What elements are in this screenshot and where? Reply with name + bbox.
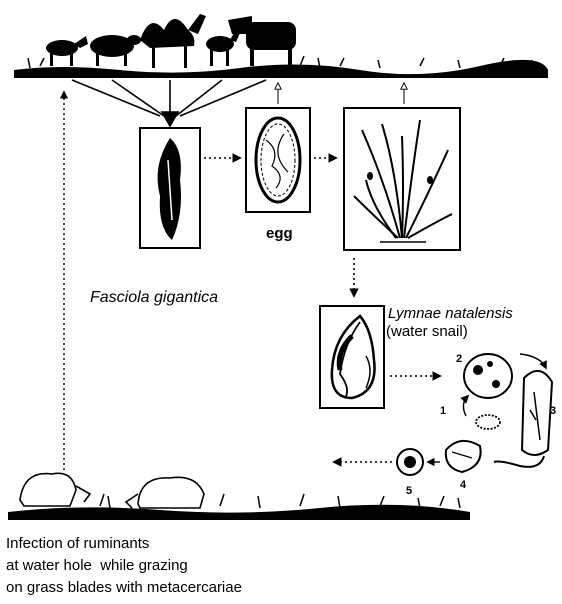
snail-common-label: (water snail) xyxy=(386,323,468,340)
stage-number-4: 4 xyxy=(460,479,467,491)
sheep-icon xyxy=(90,35,141,66)
egg-icon xyxy=(254,116,302,204)
snail-panel xyxy=(319,305,385,409)
waterhole-scene xyxy=(8,472,470,520)
species-label: Fasciola gigantica xyxy=(90,289,218,306)
grass-panel xyxy=(343,107,461,251)
infection-line-3: on grass blades with metacercariae xyxy=(6,579,242,596)
stage-number-3: 3 xyxy=(550,405,556,417)
ruminant-herd xyxy=(14,14,548,78)
camel-icon xyxy=(140,14,206,68)
sporocyst-icon xyxy=(463,353,513,399)
snail-name-label: Lymnae natalensis xyxy=(388,305,513,322)
pasture-ground xyxy=(14,59,548,78)
host-to-worm-arrows xyxy=(71,79,267,128)
grass-plant-icon xyxy=(353,119,453,239)
grazing-cattle-icon xyxy=(19,472,205,509)
stage-number-1: 1 xyxy=(440,405,446,417)
stage-number-2: 2 xyxy=(456,353,462,365)
egg-label: egg xyxy=(266,225,293,242)
infection-line-2: at water hole while grazing xyxy=(6,557,188,574)
goat-icon xyxy=(46,36,88,66)
infection-line-1: Infection of ruminants xyxy=(6,535,149,552)
miracidium-icon xyxy=(475,414,501,430)
cercaria-icon xyxy=(444,439,482,474)
stage-number-5: 5 xyxy=(406,485,412,497)
cow-icon xyxy=(228,16,296,66)
adult-worm-panel xyxy=(139,127,201,249)
egg-panel xyxy=(245,107,311,213)
larval-stages xyxy=(396,353,554,476)
